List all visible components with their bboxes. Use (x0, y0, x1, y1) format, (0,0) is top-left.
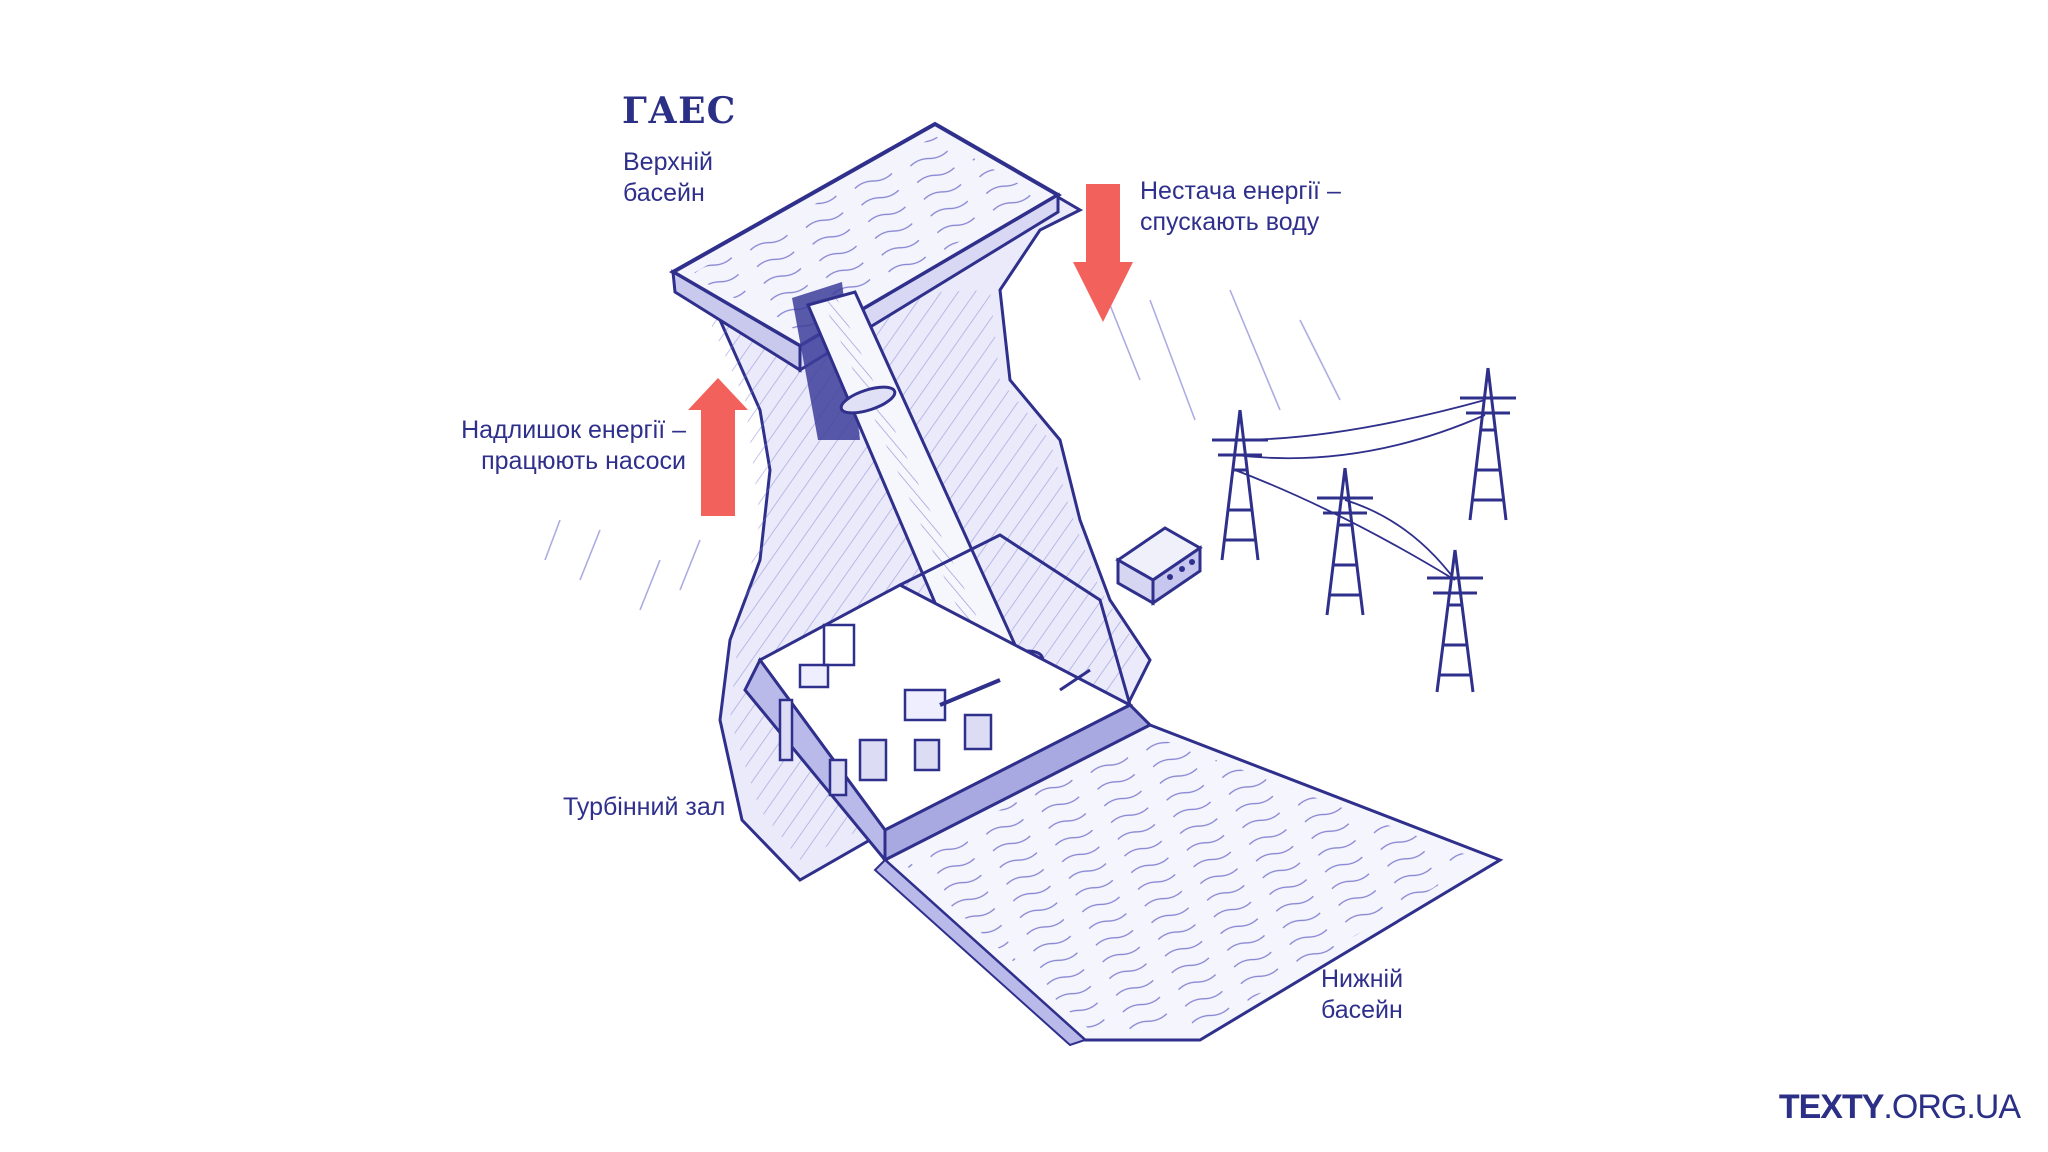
turbine-hall (743, 533, 1153, 865)
upper-basin-label: Верхній басейн (623, 147, 713, 209)
lower-basin-label: Нижній басейн (1321, 964, 1403, 1026)
shortage-label-line1: Нестача енергії – (1140, 177, 1341, 205)
logo-rest: .ORG.UA (1883, 1088, 2021, 1126)
power-pylon-icon (1460, 367, 1516, 521)
transformer-icon (1115, 526, 1203, 606)
surplus-label-line1: Надлишок енергії – (461, 416, 686, 444)
upper-basin-label-line2: басейн (623, 179, 705, 207)
power-pylon-icon (1427, 549, 1483, 693)
site-logo[interactable]: TEXTY.ORG.UA (1778, 1088, 2021, 1127)
surplus-label-line2: працюють насоси (481, 447, 686, 475)
diagram-title: ГАЕС (622, 90, 737, 132)
power-pylon-icon (1317, 467, 1373, 616)
power-pylon-icon (1212, 409, 1268, 561)
shortage-label-line2: спускають воду (1140, 208, 1320, 236)
lower-basin-label-line2: басейн (1321, 996, 1403, 1024)
surplus-label: Надлишок енергії – працюють насоси (380, 415, 686, 477)
lower-basin-label-line1: Нижній (1321, 965, 1404, 993)
arrow-down-icon (1073, 184, 1133, 322)
upper-basin-label-line1: Верхній (623, 148, 714, 176)
shortage-label: Нестача енергії – спускають воду (1140, 176, 1341, 238)
logo-bold: TEXTY (1778, 1088, 1885, 1126)
turbine-hall-label: Турбінний зал (563, 793, 726, 821)
arrow-up-icon (688, 378, 748, 516)
